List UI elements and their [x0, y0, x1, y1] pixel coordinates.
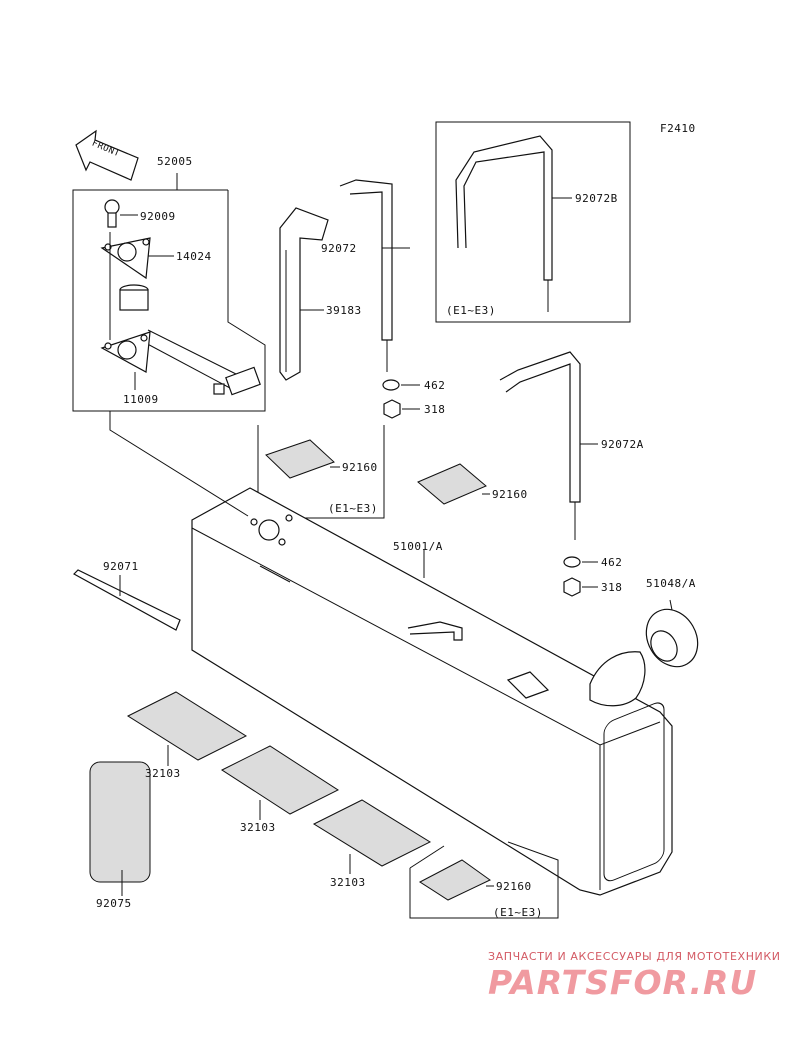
stay-39183 [279, 207, 329, 381]
figure-code: F2410 [660, 122, 696, 135]
nut-318-lower [563, 577, 598, 597]
strip-92071 [73, 569, 181, 631]
label-92009: 92009 [140, 210, 176, 223]
collar-462-upper [382, 379, 420, 391]
pad-32103-a [126, 691, 248, 766]
label-51048: 51048/A [646, 577, 696, 590]
label-92075: 92075 [96, 897, 132, 910]
note-e1-e3-upper: (E1~E3) [328, 502, 378, 515]
sensor-group-bracket [72, 173, 266, 412]
watermark-tagline: ЗАПЧАСТИ И АКСЕССУАРЫ ДЛЯ МОТОТЕХНИКИ [488, 950, 781, 963]
note-e1-e3-lower: (E1~E3) [493, 906, 543, 919]
label-462-upper: 462 [424, 379, 446, 392]
label-32103-c: 32103 [330, 876, 366, 889]
plate-14024 [100, 237, 174, 280]
label-92072A: 92072A [601, 438, 644, 451]
label-32103-b: 32103 [240, 821, 276, 834]
fuel-cap-51048 [589, 599, 699, 707]
label-51001: 51001/A [393, 540, 443, 553]
label-52005: 52005 [157, 155, 193, 168]
label-92160-b: 92160 [492, 488, 528, 501]
inset-92072B [435, 121, 631, 323]
collar-462-lower [563, 556, 598, 568]
pad-92075 [89, 761, 151, 896]
nut-318-upper [383, 399, 420, 419]
pad-92160-c [419, 859, 494, 901]
fuel-sender-unit [109, 232, 261, 396]
pad-32103-b [220, 745, 340, 820]
label-92071: 92071 [103, 560, 139, 573]
pad-92160-b [417, 463, 490, 505]
watermark-logo[interactable]: PARTSFOR.RU [488, 963, 758, 1002]
fuel-tank-51001 [191, 487, 673, 896]
label-318-lower: 318 [601, 581, 623, 594]
gasket-11009 [100, 331, 151, 390]
label-92072B: 92072B [575, 192, 618, 205]
band-92072A [499, 351, 598, 540]
note-e1-e3-inset: (E1~E3) [446, 304, 496, 317]
band-92072 [339, 179, 410, 372]
label-39183: 39183 [326, 304, 362, 317]
leader-sensor-to-tank [109, 411, 249, 517]
pad-32103-c [312, 799, 432, 874]
label-92072: 92072 [321, 242, 357, 255]
label-92160-a: 92160 [342, 461, 378, 474]
label-32103-a: 32103 [145, 767, 181, 780]
label-462-lower: 462 [601, 556, 623, 569]
e1-e3-bracket-lower [409, 841, 559, 919]
pad-92160-a [265, 439, 340, 479]
label-14024: 14024 [176, 250, 212, 263]
label-11009: 11009 [123, 393, 159, 406]
front-arrow-icon [75, 129, 139, 181]
e1-e3-bracket-upper [257, 425, 385, 519]
bolt-92009 [104, 199, 138, 228]
label-92160-c: 92160 [496, 880, 532, 893]
label-318-upper: 318 [424, 403, 446, 416]
